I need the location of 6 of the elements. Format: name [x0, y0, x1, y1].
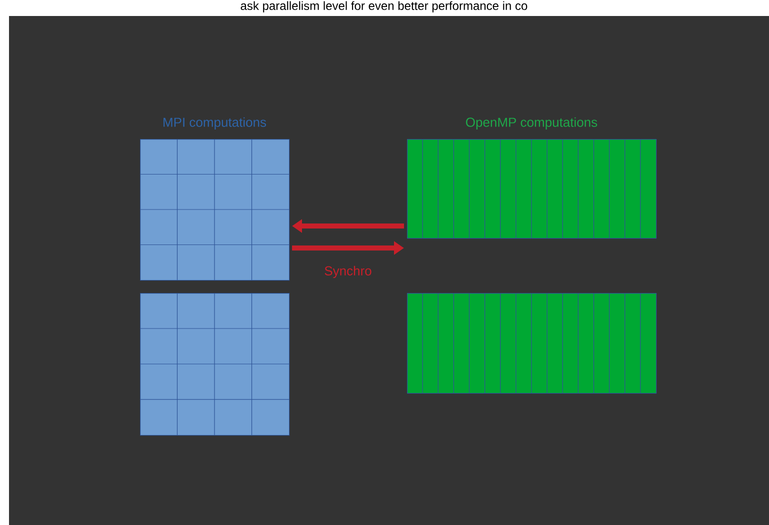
heading: OpenMP computations: [466, 117, 598, 130]
grid-block: [407, 292, 657, 394]
header-text: ask parallelism level for even better performance in co: [240, 1, 528, 12]
heading: MPI computations: [164, 117, 266, 130]
edge-label: Synchro: [324, 266, 372, 278]
grid-block: [140, 292, 290, 436]
